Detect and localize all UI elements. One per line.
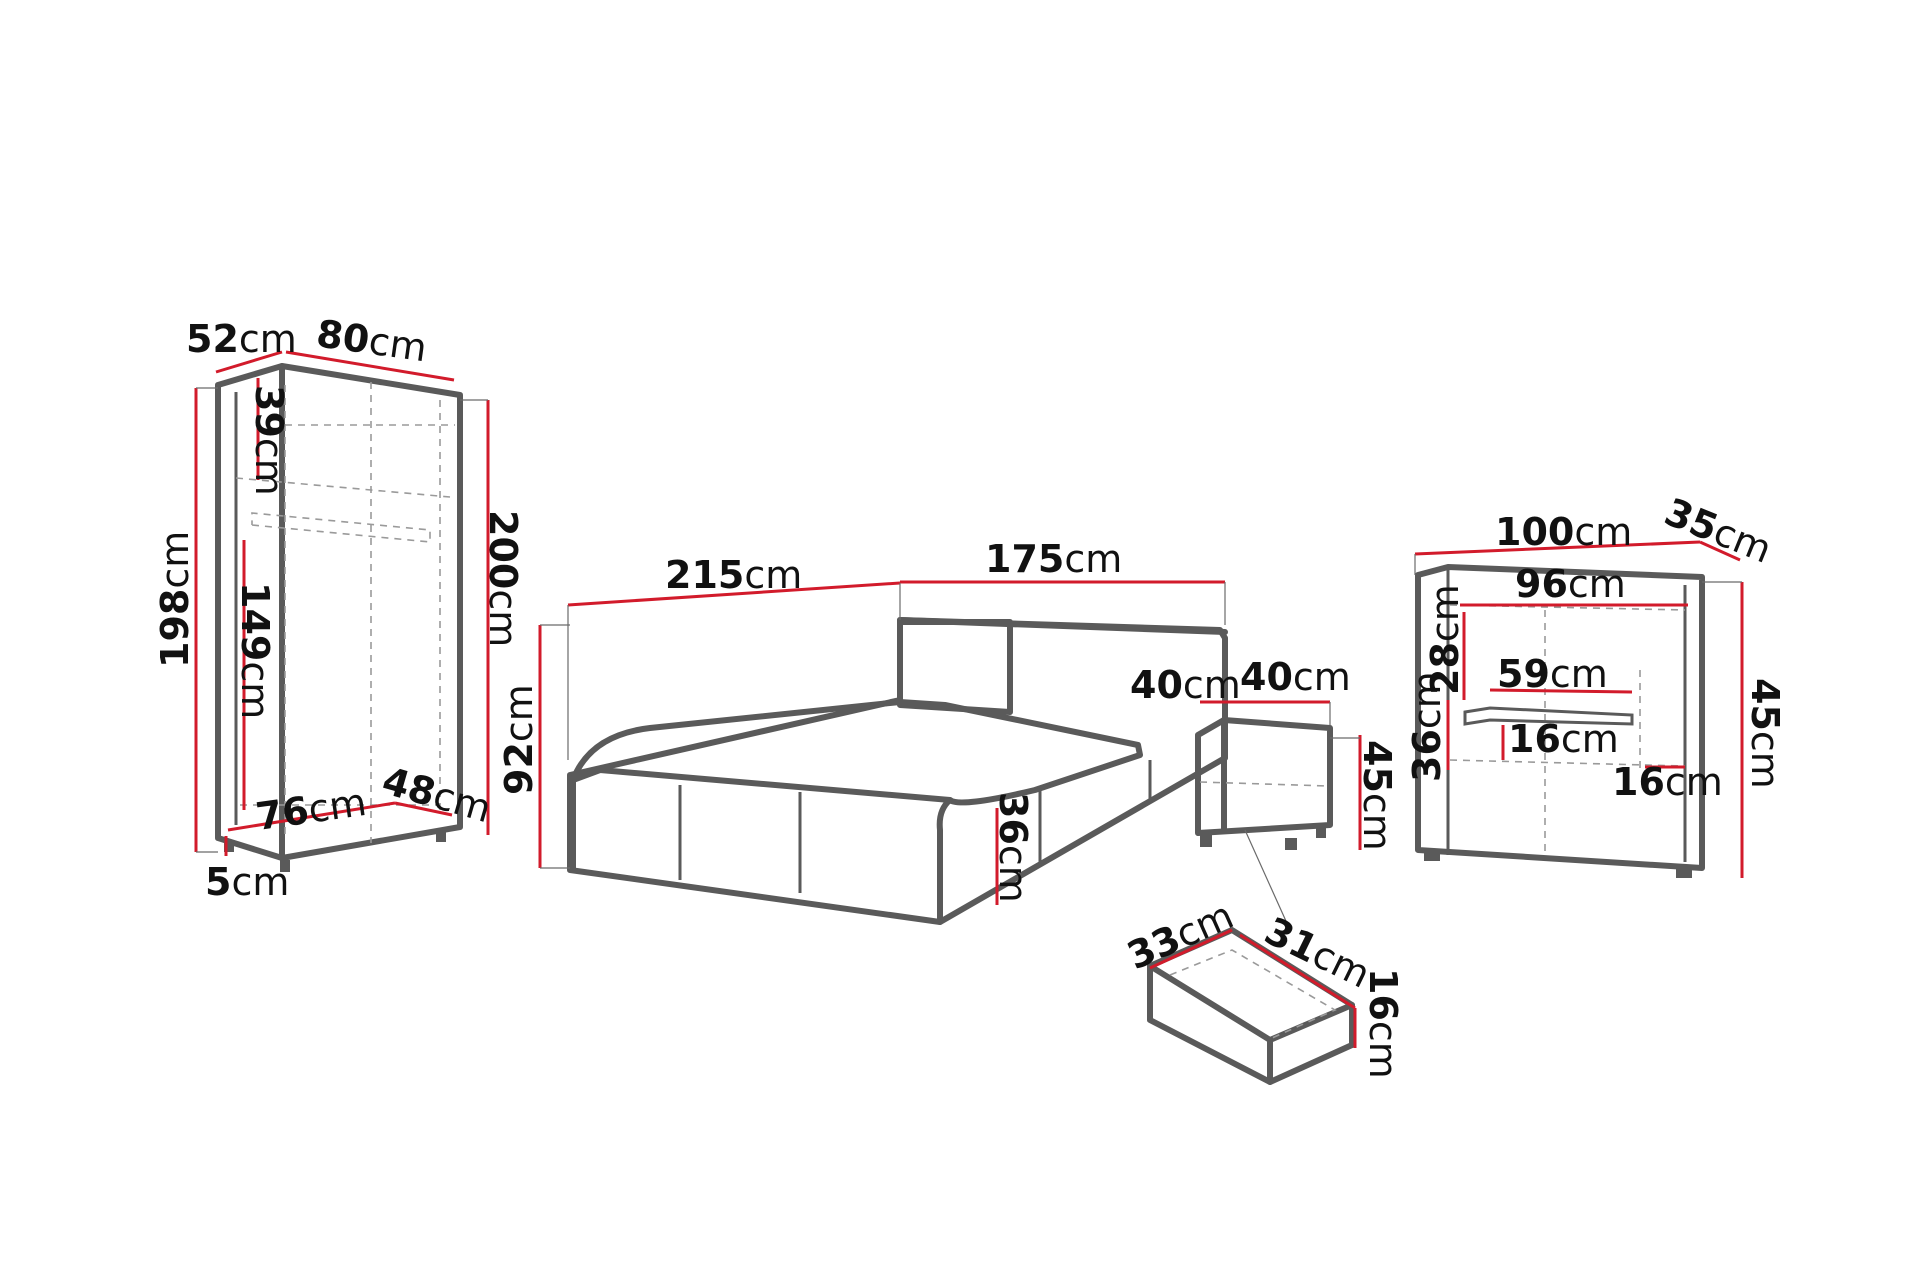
nightstand-drawer-leader	[1244, 829, 1291, 931]
dresser-middle-shelf	[1463, 706, 1634, 726]
dresser-top-shelf-label: 28cm	[1423, 584, 1467, 695]
nightstand-leg	[1200, 835, 1212, 847]
dresser-depth-label: 35cm	[1659, 490, 1778, 572]
wardrobe-depth-label: 52cm	[186, 317, 297, 361]
drawer: 33cm 31cm 16cm	[1121, 893, 1405, 1085]
wardrobe-rail	[251, 512, 431, 543]
drawer-depth-dimension	[1239, 933, 1356, 1010]
nightstand-leg	[1285, 838, 1297, 850]
wardrobe-leg	[280, 860, 290, 872]
dresser-lower-shelf	[1449, 759, 1686, 767]
dresser-side-height-label: 36cm	[1405, 671, 1449, 782]
wardrobe-inner-depth-dimension	[394, 801, 453, 817]
headboard-top	[897, 617, 1228, 635]
dresser-height-label: 45cm	[1743, 678, 1787, 789]
dresser-middle-shelf-label: 59cm	[1497, 652, 1608, 696]
drawer-side-top	[1267, 1002, 1355, 1043]
wardrobe-inner-height-label: 198cm	[153, 531, 197, 668]
mattress-corner	[936, 797, 953, 925]
dresser: 100cm 35cm 96cm 28cm 59cm 36cm 16cm 16cm…	[1405, 490, 1787, 878]
wardrobe-top-section-label: 39cm	[247, 385, 291, 496]
wardrobe-inner-width-dimension	[227, 801, 396, 832]
nightstand-height-label: 45cm	[1355, 740, 1399, 851]
wardrobe-depth-dimension	[215, 350, 283, 374]
bed-headboard-height-label: 92cm	[497, 684, 541, 795]
bed-frame-height-label: 36cm	[991, 792, 1035, 903]
dresser-leg	[1424, 853, 1440, 861]
wardrobe-shelf	[235, 477, 451, 498]
dresser-compartment-label: 16cm	[1508, 717, 1619, 761]
mattress-top	[570, 699, 1143, 806]
wardrobe-width-dimension	[285, 350, 455, 382]
nightstand-shelf	[1199, 781, 1329, 787]
dresser-width-dimension	[1414, 540, 1701, 556]
drawer-width-dimension	[1149, 928, 1233, 970]
dresser-body	[1415, 564, 1705, 871]
drawer-width-label: 33cm	[1121, 893, 1240, 978]
drawer-height-label: 16cm	[1361, 968, 1405, 1079]
dresser-inner-width-label: 96cm	[1515, 562, 1626, 606]
wardrobe-total-height-label: 200cm	[481, 510, 525, 647]
drawer-front-top	[1147, 963, 1273, 1043]
wardrobe-width-label: 80cm	[314, 311, 430, 370]
wardrobe-inner-depth-label: 48cm	[378, 758, 497, 831]
dresser-width-label: 100cm	[1495, 510, 1632, 554]
nightstand: 40cm 40cm 45cm	[1130, 655, 1399, 931]
wardrobe-leg	[436, 830, 446, 842]
nightstand-depth-label: 40cm	[1130, 663, 1241, 707]
wardrobe: 52cm 80cm 39cm 198cm 200cm 149cm 76cm 48…	[153, 311, 525, 904]
dresser-depth-dimension	[1699, 540, 1741, 562]
dresser-right-compartment-label: 16cm	[1612, 760, 1723, 804]
nightstand-width-label: 40cm	[1240, 655, 1351, 699]
nightstand-leg	[1316, 826, 1326, 838]
headboard	[897, 619, 1013, 715]
wardrobe-hanging-space-label: 149cm	[233, 582, 277, 719]
bed-length-dimension	[567, 581, 901, 607]
bed: 215cm 175cm 92cm 36cm	[497, 537, 1228, 925]
bed-length-label: 215cm	[665, 553, 802, 597]
wardrobe-leg	[224, 840, 234, 852]
dresser-middle-shelf-dimension	[1489, 688, 1633, 694]
wardrobe-inner-width-label: 76cm	[253, 780, 369, 839]
bed-width-label: 175cm	[985, 537, 1122, 581]
wardrobe-leg-label: 5cm	[205, 860, 289, 904]
nightstand-body	[1195, 717, 1333, 836]
dresser-leg	[1676, 868, 1692, 878]
